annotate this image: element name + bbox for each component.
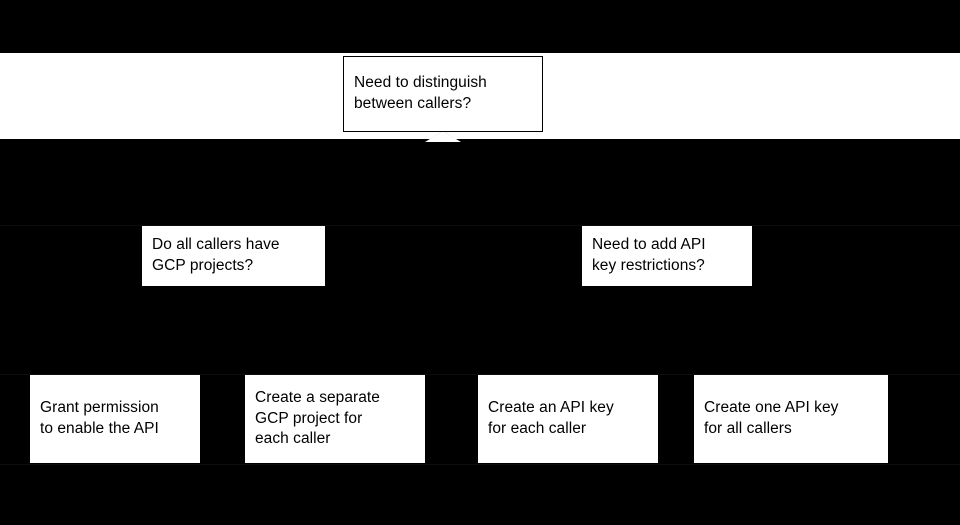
node-need-to-distinguish-between-callers[interactable]: Need to distinguish between callers? <box>343 56 543 132</box>
hairline-divider-upper <box>0 225 960 226</box>
node-create-a-separate-gcp-project-for-each-caller[interactable]: Create a separate GCP project for each c… <box>245 375 425 463</box>
node-label: Create an API key for each caller <box>488 399 614 437</box>
node-create-one-api-key-for-all-callers[interactable]: Create one API key for all callers <box>694 375 888 463</box>
node-label: Need to distinguish between callers? <box>354 74 487 112</box>
node-grant-permission-to-enable-the-api[interactable]: Grant permission to enable the API <box>30 375 200 463</box>
node-label: Grant permission to enable the API <box>40 399 159 437</box>
node-create-an-api-key-for-each-caller[interactable]: Create an API key for each caller <box>478 375 658 463</box>
node-do-all-callers-have-gcp-projects[interactable]: Do all callers have GCP projects? <box>142 226 325 286</box>
node-label: Do all callers have GCP projects? <box>152 236 280 274</box>
hairline-divider-bottom <box>0 464 960 465</box>
hairline-divider-lower <box>0 374 960 375</box>
node-label: Create a separate GCP project for each c… <box>255 389 380 448</box>
node-label: Need to add API key restrictions? <box>592 236 706 274</box>
connector-arrowhead-below-root <box>425 131 461 142</box>
node-need-to-add-api-key-restrictions[interactable]: Need to add API key restrictions? <box>582 226 752 286</box>
node-label: Create one API key for all callers <box>704 399 839 437</box>
